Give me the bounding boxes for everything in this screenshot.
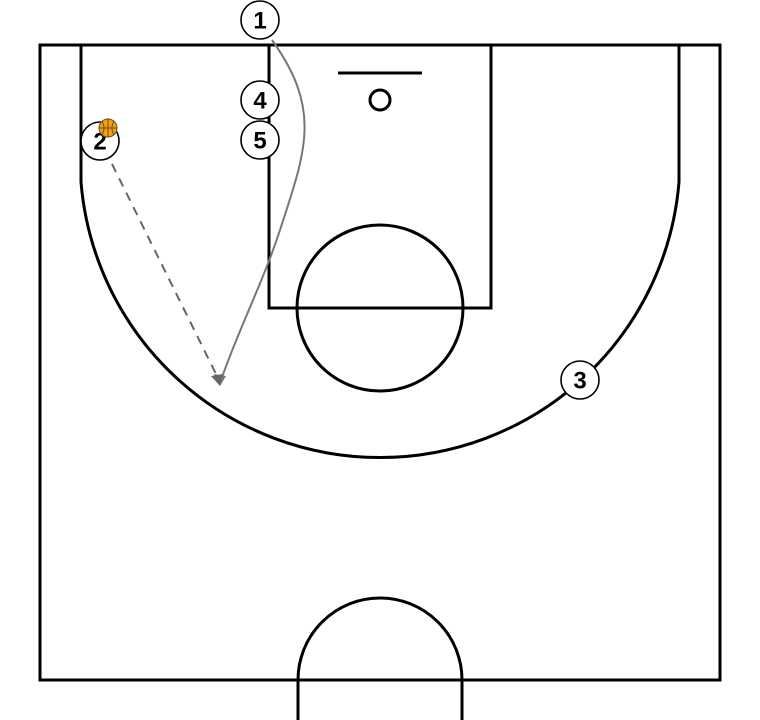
center-circle	[296, 596, 464, 681]
basketball-icon	[98, 118, 118, 138]
player-1[interactable]: 1	[240, 0, 280, 40]
pass-arrowhead	[211, 374, 223, 386]
player-4-label: 4	[253, 88, 267, 115]
player-4-circle	[240, 80, 280, 120]
cut-path-player-1	[219, 39, 306, 384]
player-5[interactable]: 5	[240, 120, 280, 160]
three-point-line	[79, 45, 681, 460]
rim	[368, 88, 392, 112]
player-5-circle	[240, 120, 280, 160]
player-3-circle	[560, 360, 600, 400]
player-4[interactable]: 4	[240, 80, 280, 120]
player-1-circle	[240, 0, 280, 40]
player-1-label: 1	[253, 8, 266, 35]
player-5-label: 5	[253, 128, 266, 155]
player-2[interactable]: 2	[80, 118, 120, 161]
player-3-label: 3	[573, 368, 586, 395]
pass-path-player-2	[111, 163, 219, 379]
player-3[interactable]: 3	[560, 360, 600, 400]
center-circle-lower	[296, 680, 464, 720]
free-throw-circle	[295, 223, 465, 393]
key-lane	[267, 43, 493, 310]
court-boundary	[38, 43, 722, 682]
